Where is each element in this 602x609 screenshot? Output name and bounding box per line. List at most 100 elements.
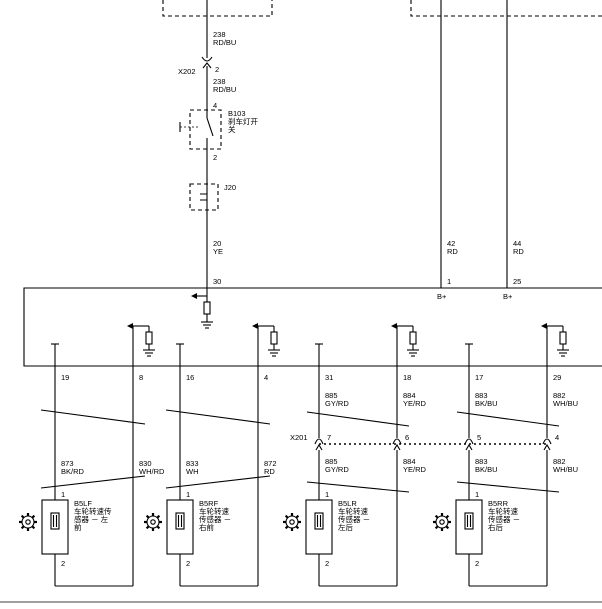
sensor-pin-top: 1 <box>186 490 190 499</box>
gear-tooth <box>20 525 25 530</box>
switch-pin-top: 4 <box>213 101 217 110</box>
sensor-name-line: 车轮转速 <box>488 506 518 516</box>
gear-body <box>285 515 299 529</box>
module-input-circuit <box>176 323 280 366</box>
module-input-circuit <box>315 323 419 366</box>
wire-number: 830 <box>139 459 152 468</box>
gear-tooth <box>145 514 150 519</box>
j20-label: J20 <box>224 183 236 192</box>
gear-tooth <box>20 514 25 519</box>
twisted-pair-mark <box>165 475 271 489</box>
module-pin-label: 8 <box>139 373 143 382</box>
switch-id: B103 <box>228 109 246 118</box>
module-arrow-head <box>252 323 258 329</box>
module-pin-label: 31 <box>325 373 333 382</box>
sensor-pin-top: 1 <box>325 490 329 499</box>
sensor-id: B5RF <box>199 499 219 508</box>
wire-number: 883 <box>475 457 488 466</box>
gear-body <box>21 515 35 529</box>
ebcm-module-outline <box>23 287 602 367</box>
gear-hub <box>25 519 31 525</box>
brake-input-circuit <box>191 288 213 329</box>
x201-connector-male <box>315 443 323 451</box>
twisted-pair-mark <box>456 411 560 427</box>
upper-module-outline-right <box>410 0 602 17</box>
twisted-pair-mark <box>40 409 146 425</box>
gear-body <box>146 515 160 529</box>
sensor-outline <box>41 499 69 555</box>
sensor-pin-bottom: 2 <box>61 559 65 568</box>
x201-connector-female <box>464 438 474 445</box>
x201-pin-label: 4 <box>555 433 559 442</box>
wire-238-lower-color: RD/BU <box>213 85 236 94</box>
wire-number: 885 <box>325 457 338 466</box>
wire-number: 885 <box>325 391 338 400</box>
x201-connector-male <box>465 443 473 451</box>
wire-42-color: RD <box>447 247 458 256</box>
wire-color: BK/RD <box>61 467 85 476</box>
sensor-name-line: 感器 － 左 <box>74 514 109 524</box>
x201-pin-label: 7 <box>327 433 331 442</box>
sensor-id: B5RR <box>488 499 509 508</box>
wire-color: GY/RD <box>325 465 349 474</box>
wire-number: 833 <box>186 459 199 468</box>
gear-tooth <box>295 525 300 530</box>
gear-tooth <box>434 514 439 519</box>
wire-238-lower-num: 238 <box>213 77 226 86</box>
sensor-name-line: 传感器 － <box>338 514 370 524</box>
x202-label: X202 <box>178 67 196 76</box>
wire-number: 872 <box>264 459 277 468</box>
gear-tooth <box>434 525 439 530</box>
gear-tooth <box>31 525 36 530</box>
wire-42-num: 42 <box>447 239 455 248</box>
pin-1: 1 <box>447 277 451 286</box>
sensor-pin-top: 1 <box>61 490 65 499</box>
gear-tooth <box>445 525 450 530</box>
pin-25: 25 <box>513 277 521 286</box>
splice-j20 <box>189 172 219 288</box>
wire-color: RD <box>264 467 275 476</box>
sensor-name-line: 车轮转速 <box>199 506 229 516</box>
sensor-name-line: 车轮转速传 <box>74 506 112 516</box>
module-pin-label: 29 <box>553 373 561 382</box>
wire-color: YE/RD <box>403 399 427 408</box>
sensor-name-line: 传感器 － <box>488 514 520 524</box>
gear-tooth <box>295 514 300 519</box>
gear-icon <box>433 513 451 531</box>
module-input-circuit <box>51 323 155 366</box>
sensor-name-line: 右前 <box>199 522 214 532</box>
twisted-pair-mark <box>306 411 410 427</box>
gear-tooth <box>156 514 161 519</box>
resistor <box>145 331 153 345</box>
wire-color: BK/BU <box>475 399 498 408</box>
switch-name-2: 关 <box>228 124 236 134</box>
gear-icon <box>144 513 162 531</box>
resistor <box>559 331 567 345</box>
wire-color: BK/BU <box>475 465 498 474</box>
gear-tooth <box>445 514 450 519</box>
wire-number: 884 <box>403 457 416 466</box>
sensor-coil <box>314 512 324 530</box>
wire-color: WH/RD <box>139 467 165 476</box>
wire-color: GY/RD <box>325 399 349 408</box>
resistor <box>270 331 278 345</box>
wire-238-upper-color: RD/BU <box>213 38 236 47</box>
sensor-coil <box>175 512 185 530</box>
twisted-pair-mark <box>165 409 271 425</box>
wire-number: 873 <box>61 459 74 468</box>
module-arrow-head <box>127 323 133 329</box>
switch-name-1: 刹车灯开 <box>228 116 258 126</box>
gear-tooth <box>145 525 150 530</box>
module-arrow-head <box>391 323 397 329</box>
twisted-pair-mark <box>456 481 560 493</box>
wire-number: 882 <box>553 457 566 466</box>
gear-icon <box>19 513 37 531</box>
gear-hub <box>439 519 445 525</box>
wire-color: YE/RD <box>403 465 427 474</box>
sensor-id: B5LF <box>74 499 92 508</box>
wire-number: 882 <box>553 391 566 400</box>
gear-body <box>435 515 449 529</box>
